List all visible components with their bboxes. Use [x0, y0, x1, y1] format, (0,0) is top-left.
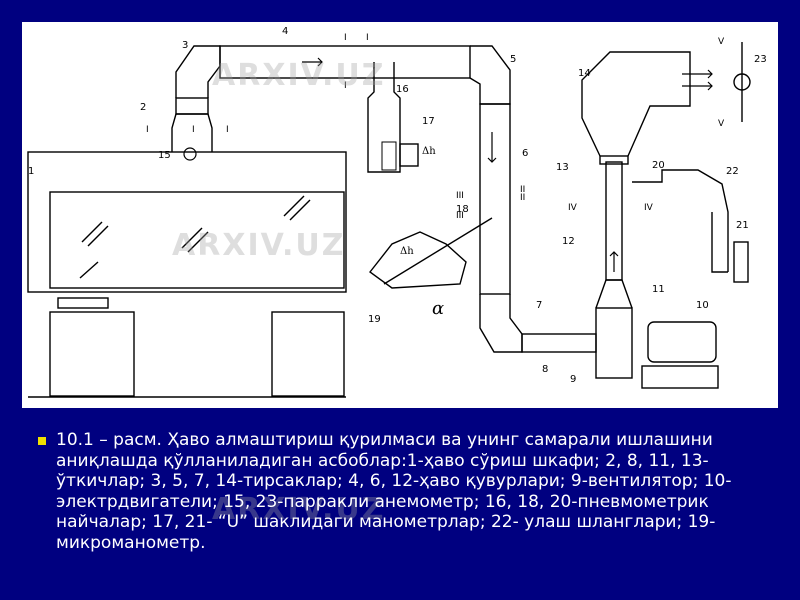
cabinet-left: [49, 311, 135, 397]
part-label: 20: [652, 160, 665, 171]
duct-6: [479, 103, 511, 295]
elbow-7: [479, 294, 523, 353]
section-label: V: [718, 37, 725, 47]
elbow-5: [469, 45, 511, 105]
part-label: 12: [562, 236, 575, 247]
part-label: 4: [282, 26, 288, 37]
section-label: II: [520, 193, 525, 203]
delta-h-label: Δh: [400, 246, 414, 257]
figure-panel: 1 2 3 4 5 6 7 8 9 10 11 12 13 14 15 16 1…: [22, 22, 778, 408]
transition-11: [595, 279, 633, 309]
delta-h-label: Δh: [422, 146, 436, 157]
ventilation-diagram: 1 2 3 4 5 6 7 8 9 10 11 12 13 14 15 16 1…: [27, 26, 767, 398]
part-label: 16: [396, 84, 409, 95]
part-label: 14: [578, 68, 591, 79]
transition-8: [521, 333, 597, 353]
section-label: III: [456, 211, 464, 221]
manometer-17: [367, 62, 401, 173]
motor-base: [641, 365, 719, 389]
section-label: IV: [644, 203, 654, 213]
hood-sash: [49, 191, 345, 289]
anemometer-23: [733, 73, 751, 91]
section-label: I: [226, 125, 229, 135]
part-label: 6: [522, 148, 528, 159]
section-label: II: [520, 185, 525, 195]
part-label: 11: [652, 284, 665, 295]
fan-9: [595, 307, 633, 379]
part-label: 15: [158, 150, 171, 161]
motor-10: [647, 321, 717, 363]
section-label: I: [192, 125, 195, 135]
part-label: 23: [754, 54, 767, 65]
caption-text: 10.1 – расм. Ҳаво алмаштириш қурилмаси в…: [56, 430, 732, 553]
part-label: 19: [368, 314, 381, 325]
part-label: 22: [726, 166, 739, 177]
section-label: V: [718, 119, 725, 129]
fume-hood: [27, 151, 347, 293]
hood-panel: [57, 297, 109, 309]
cabinet-right: [271, 311, 345, 397]
part-label: 10: [696, 300, 709, 311]
section-label: I: [344, 33, 347, 43]
elbow-14: [581, 51, 691, 157]
section-label: I: [146, 125, 149, 135]
elbow-3: [175, 45, 221, 98]
part-label: 7: [536, 300, 542, 311]
duct-4: [219, 45, 471, 79]
part-label: 3: [182, 40, 188, 51]
figure-caption: 10.1 – расм. Ҳаво алмаштириш қурилмаси в…: [38, 430, 778, 553]
part-label: 13: [556, 162, 569, 173]
part-label: 5: [510, 54, 516, 65]
hose-22: [632, 169, 729, 272]
part-label: 8: [542, 364, 548, 375]
section-label: I: [344, 81, 347, 91]
section-label: IV: [568, 203, 578, 213]
micromanometer-19: [369, 231, 467, 289]
part-label: 17: [422, 116, 435, 127]
part-label: 9: [570, 374, 576, 385]
section-label: I: [366, 33, 369, 43]
duct-12: [605, 161, 623, 281]
part-label: 18: [456, 204, 469, 215]
part-label: 1: [28, 166, 34, 177]
alpha-label: α: [432, 298, 444, 319]
part-label: 2: [140, 102, 146, 113]
section-label: III: [456, 191, 464, 201]
bullet-icon: [38, 437, 46, 445]
part-label: 21: [736, 220, 749, 231]
